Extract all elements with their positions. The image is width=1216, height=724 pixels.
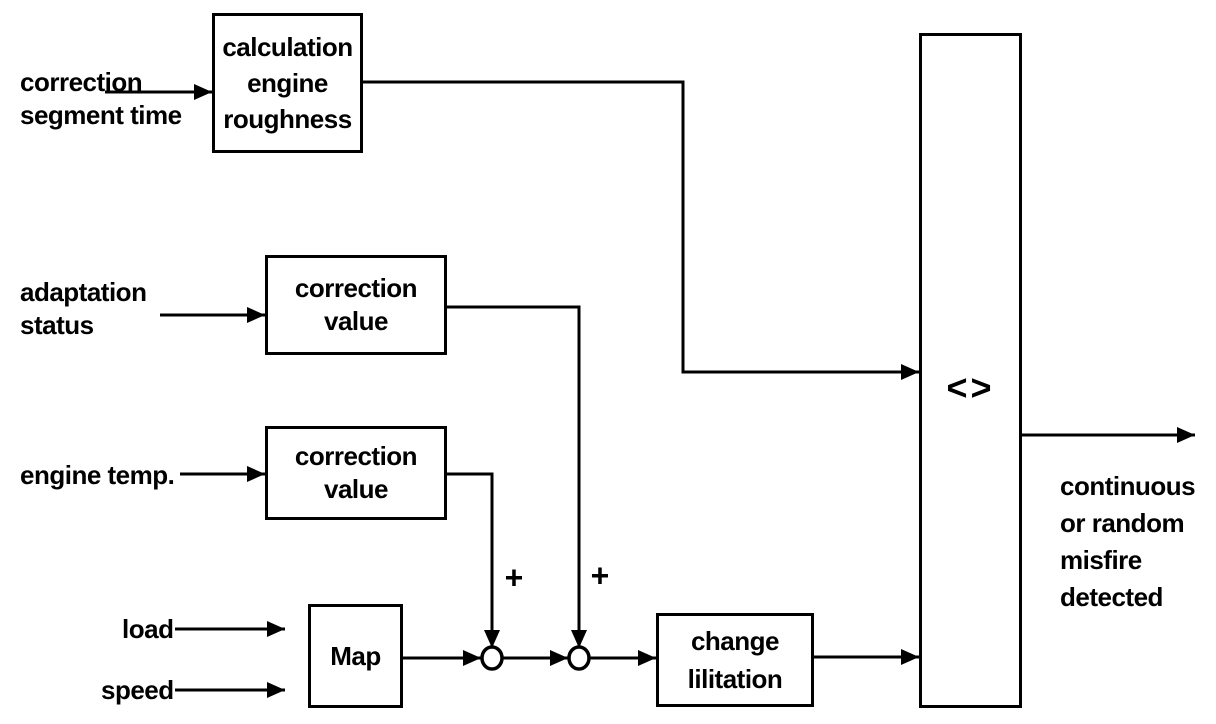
- plus-sign-sum1: +: [504, 559, 524, 596]
- calculation-engine-roughness-box: calculation engine roughness: [212, 13, 363, 153]
- correction-value-box-engine-temp: correction value: [265, 426, 447, 520]
- correction-value-box-adaptation: correction value: [265, 255, 447, 355]
- input-label-speed: speed: [101, 675, 174, 705]
- input-label-load: load: [122, 614, 174, 644]
- wire-roughness-to-comparator: [363, 80, 919, 380]
- input-label-adaptation-status: adaptation status: [20, 277, 147, 340]
- output-label-misfire-detected: continuous or random misfire detected: [1060, 471, 1196, 612]
- change-limitation-box: change lilitation: [656, 613, 814, 707]
- input-label-correction-segment-time: correction segment time: [20, 67, 182, 130]
- plus-sign-sum2: +: [590, 557, 610, 594]
- wire-correction1-to-sum2: [447, 305, 587, 648]
- sum-junction-2: [567, 645, 591, 671]
- input-label-engine-temp: engine temp.: [20, 460, 175, 490]
- comparator-symbol: <>: [946, 367, 995, 408]
- map-box: Map: [308, 604, 403, 708]
- wire-correction2-to-sum1: [447, 472, 500, 648]
- sum-junction-1: [480, 645, 504, 671]
- comparator-box: <>: [919, 33, 1022, 708]
